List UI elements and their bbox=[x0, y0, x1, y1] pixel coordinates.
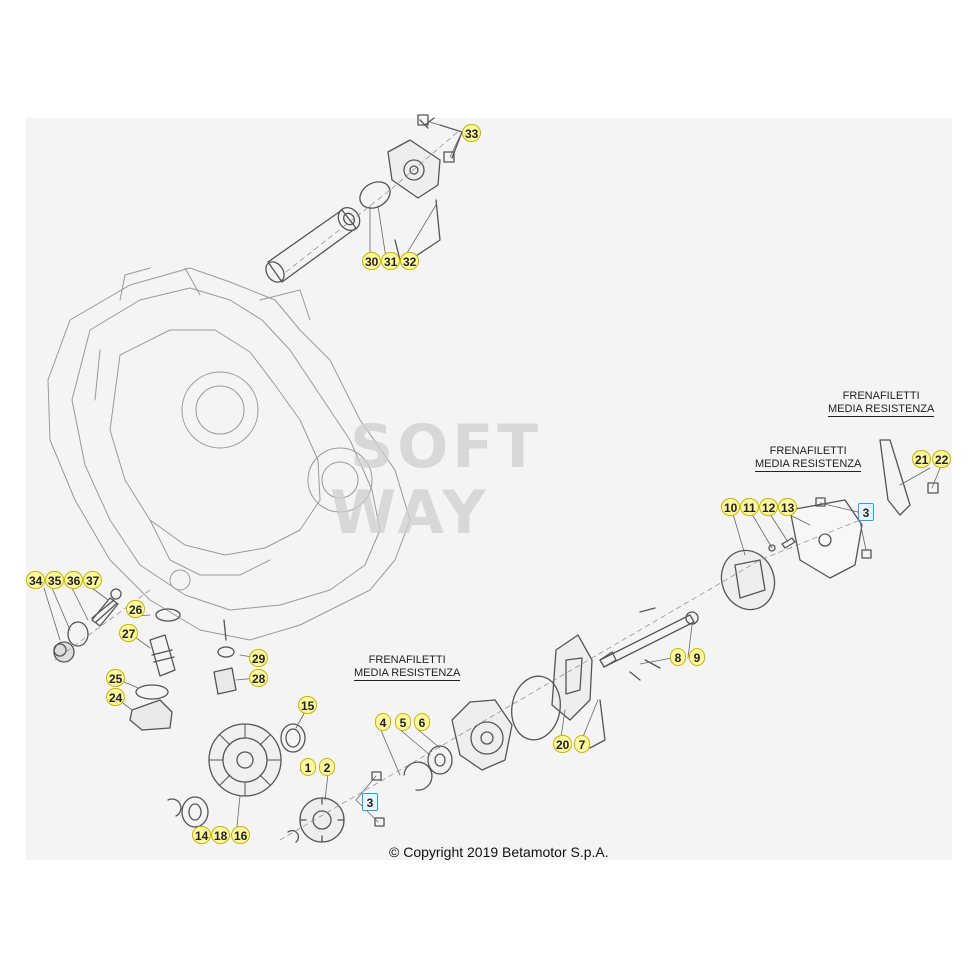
thread-lock-note-center: FRENAFILETTI MEDIA RESISTENZA bbox=[755, 445, 862, 472]
part-tag-30[interactable]: 30 bbox=[362, 252, 382, 270]
part-tag-11[interactable]: 11 bbox=[740, 498, 759, 516]
part-tag-1[interactable]: 1 bbox=[300, 758, 316, 776]
part-tag-8[interactable]: 8 bbox=[670, 648, 686, 666]
part-tag-28[interactable]: 28 bbox=[249, 669, 269, 687]
part-tag-24[interactable]: 24 bbox=[106, 688, 126, 706]
part-tag-34[interactable]: 34 bbox=[26, 571, 46, 589]
thread-lock-note-bottom: FRENAFILETTI MEDIA RESISTENZA bbox=[354, 654, 461, 681]
watermark-line-1: SOFT bbox=[350, 412, 543, 482]
part-tag-37[interactable]: 37 bbox=[83, 571, 103, 589]
part-tag-31[interactable]: 31 bbox=[381, 252, 401, 270]
part-tag-33[interactable]: 33 bbox=[462, 124, 482, 142]
part-tag-5[interactable]: 5 bbox=[395, 713, 411, 731]
gears bbox=[167, 723, 345, 843]
part-tag-22[interactable]: 22 bbox=[932, 450, 952, 468]
part-tag-12[interactable]: 12 bbox=[759, 498, 779, 516]
crankcase bbox=[47, 267, 411, 641]
part-tag-32[interactable]: 32 bbox=[400, 252, 420, 270]
part-tag-14[interactable]: 14 bbox=[192, 826, 212, 844]
part-tag-20[interactable]: 20 bbox=[553, 735, 573, 753]
part-tag-35[interactable]: 35 bbox=[45, 571, 65, 589]
note-line: FRENAFILETTI bbox=[769, 445, 847, 457]
part-tag-26[interactable]: 26 bbox=[126, 600, 146, 618]
part-tag-6[interactable]: 6 bbox=[414, 713, 430, 731]
part-tag-18[interactable]: 18 bbox=[211, 826, 231, 844]
part-tag-3-right[interactable]: 3 bbox=[858, 503, 874, 521]
part-tag-25[interactable]: 25 bbox=[106, 669, 126, 687]
part-tag-4[interactable]: 4 bbox=[375, 713, 391, 731]
note-line: FRENAFILETTI bbox=[368, 654, 446, 666]
oil-pump-assembly bbox=[371, 439, 939, 827]
relief-valve-parts bbox=[53, 588, 237, 731]
part-tag-15[interactable]: 15 bbox=[298, 696, 318, 714]
part-tag-27[interactable]: 27 bbox=[119, 624, 139, 642]
note-line: MEDIA RESISTENZA bbox=[354, 667, 461, 681]
note-line: FRENAFILETTI bbox=[842, 390, 920, 402]
part-tag-7[interactable]: 7 bbox=[574, 735, 590, 753]
part-tag-13[interactable]: 13 bbox=[778, 498, 798, 516]
part-tag-2[interactable]: 2 bbox=[319, 758, 335, 776]
part-tag-10[interactable]: 10 bbox=[721, 498, 741, 516]
watermark-line-2: WAY bbox=[330, 478, 490, 548]
note-line: MEDIA RESISTENZA bbox=[828, 403, 935, 417]
part-tag-21[interactable]: 21 bbox=[912, 450, 932, 468]
thread-lock-note-right: FRENAFILETTI MEDIA RESISTENZA bbox=[828, 390, 935, 417]
part-tag-9[interactable]: 9 bbox=[689, 648, 705, 666]
part-tag-16[interactable]: 16 bbox=[231, 826, 251, 844]
part-tag-36[interactable]: 36 bbox=[64, 571, 84, 589]
note-line: MEDIA RESISTENZA bbox=[755, 458, 862, 472]
part-tag-29[interactable]: 29 bbox=[249, 649, 269, 667]
copyright-text: © Copyright 2019 Betamotor S.p.A. bbox=[389, 844, 609, 860]
part-tag-3-bottom[interactable]: 3 bbox=[362, 793, 378, 811]
